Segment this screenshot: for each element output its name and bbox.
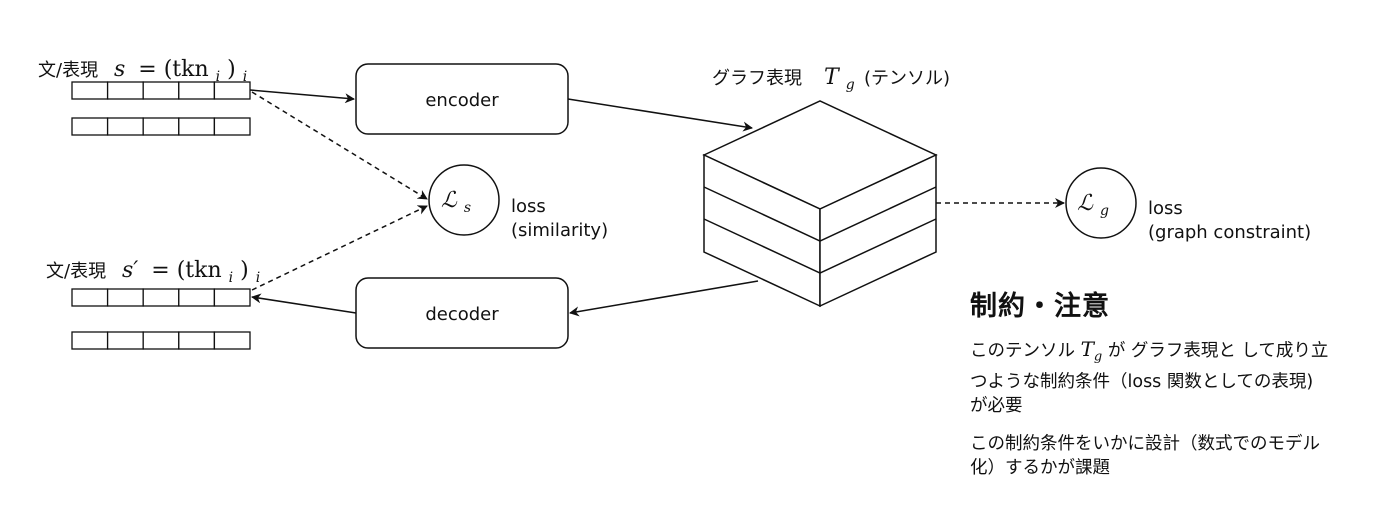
token-cell (178, 331, 216, 350)
token-row-input-1 (71, 81, 251, 100)
loss-similarity-circle[interactable] (428, 164, 500, 236)
sentence-bottom-formula: s′ = (tkn i ) i (122, 258, 260, 288)
token-cell (213, 288, 251, 307)
sentence-top-sub-i: i (216, 69, 220, 85)
tensor-layer-line-2 (703, 218, 937, 274)
token-rows (71, 81, 251, 350)
sentence-top-label: 文/表現 s = (tkn i ) i (38, 57, 247, 87)
token-cell (71, 81, 109, 100)
notes-p1-after: が グラフ表現と して成り立つような制約条件（loss 関数としての表現) が必… (970, 341, 1329, 416)
tensor-sub: g (846, 77, 855, 93)
token-cell (106, 81, 144, 100)
sentence-top-text: 文/表現 (38, 60, 98, 81)
loss-graph-line1: loss (1148, 198, 1183, 219)
sentence-bottom-expr: = (tkn (151, 258, 221, 283)
loss-similarity-symbol: ℒ s (441, 188, 471, 216)
decoder-box[interactable]: decoder (355, 277, 569, 349)
tensor-label-formula: T g (824, 65, 855, 93)
notes-paragraph-1: このテンソル Tg が グラフ表現と して成り立つような制約条件（loss 関数… (970, 337, 1330, 418)
token-cell (213, 81, 251, 100)
notes-panel: 制約・注意 このテンソル Tg が グラフ表現と して成り立つような制約条件（l… (970, 284, 1330, 494)
encoder-label: encoder (425, 90, 499, 111)
tensor-suffix: (テンソル) (864, 68, 950, 89)
token-cell (71, 331, 109, 350)
token-cell (178, 117, 216, 136)
token-cell (106, 288, 144, 307)
tensor-layer-line-1 (703, 186, 937, 242)
loss-similarity-l: ℒ (441, 188, 458, 213)
arrow-tokens-to-encoder (249, 89, 355, 104)
loss-similarity-line1: loss (511, 196, 546, 217)
token-cell (142, 331, 180, 350)
sentence-top-formula: s = (tkn i ) i (114, 57, 247, 87)
tensor-var: T (824, 65, 841, 90)
token-cell (178, 81, 216, 100)
tensor-label-text: グラフ表現 (712, 68, 802, 89)
sentence-bottom-sub-i: i (229, 270, 233, 286)
loss-graph-symbol: ℒ g (1077, 191, 1109, 219)
arrow-decoder-to-tokens (251, 293, 357, 314)
notes-p1-before: このテンソル (970, 341, 1075, 361)
arrow-encoder-to-tensor (567, 98, 753, 132)
loss-similarity[interactable]: ℒ s loss (similarity) (428, 164, 608, 241)
tensor-cube[interactable] (702, 100, 938, 308)
notes-paragraph-2: この制約条件をいかに設計（数式でのモデル化）するかが課題 (970, 433, 1320, 478)
loss-graph[interactable]: ℒ g loss (graph constraint) (1065, 167, 1311, 243)
sentence-bottom-text: 文/表現 (46, 261, 106, 282)
token-cell (71, 117, 109, 136)
sentence-top-close: ) (227, 57, 236, 82)
token-cell (142, 117, 180, 136)
sentence-top-sub-outer: i (243, 69, 247, 85)
token-row-output-2 (71, 331, 251, 350)
sentence-bottom-close: ) (240, 258, 249, 283)
arrows (249, 89, 1065, 317)
notes-p1-sub: g (1093, 349, 1103, 365)
token-cell (106, 331, 144, 350)
loss-graph-sub: g (1100, 203, 1109, 219)
encoder-box[interactable]: encoder (355, 63, 569, 135)
token-cell (213, 117, 251, 136)
notes-title: 制約・注意 (970, 291, 1110, 322)
token-cell (213, 331, 251, 350)
decoder-label: decoder (425, 304, 499, 325)
sentence-bottom-var: s′ (122, 258, 138, 283)
token-cell (178, 288, 216, 307)
token-row-input-2 (71, 117, 251, 136)
sentence-top-var: s (114, 57, 125, 82)
token-cell (142, 288, 180, 307)
loss-similarity-sub: s (464, 200, 471, 216)
notes-p1-var: T (1080, 337, 1094, 361)
token-cell (106, 117, 144, 136)
loss-similarity-line2: (similarity) (511, 220, 608, 241)
arrow-tokens-to-similarity (251, 91, 428, 200)
sentence-bottom-label: 文/表現 s′ = (tkn i ) i (46, 258, 260, 288)
token-row-output-1 (71, 288, 251, 307)
token-cell (71, 288, 109, 307)
loss-graph-line2: (graph constraint) (1148, 222, 1311, 243)
token-cell (142, 81, 180, 100)
loss-graph-circle[interactable] (1065, 167, 1137, 239)
sentence-bottom-sub-outer: i (256, 270, 260, 286)
arrow-tensor-to-decoder (569, 280, 759, 317)
sentence-top-expr: = (tkn (138, 57, 208, 82)
loss-graph-l: ℒ (1077, 191, 1094, 216)
tensor-label: グラフ表現 T g (テンソル) (712, 65, 950, 93)
